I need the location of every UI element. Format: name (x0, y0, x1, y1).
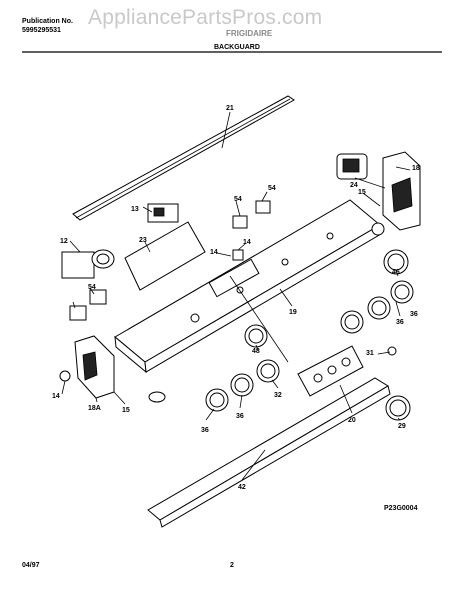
leader-lines (61, 111, 411, 481)
knobs-left-group (205, 324, 280, 412)
callout-42: 42 (238, 484, 246, 491)
part-23-bracket (124, 221, 206, 291)
part-31-grommet (387, 346, 397, 356)
callout-14-a: 14 (210, 249, 218, 256)
callout-36-a: 36 (396, 319, 404, 326)
callout-24: 24 (350, 182, 358, 189)
callout-21: 21 (226, 105, 234, 112)
part-18-end-bracket-right (382, 151, 421, 231)
brand-name: FRIGIDAIRE (226, 29, 273, 38)
callout-36-b: 36 (410, 311, 418, 318)
publication-label: Publication No. (22, 18, 73, 25)
diagram-code: P23G0004 (384, 505, 418, 512)
callout-36-d: 36 (201, 427, 209, 434)
callout-18a: 18A (88, 405, 101, 412)
callout-36-c: 36 (236, 413, 244, 420)
part-42-bottom-trim (147, 377, 391, 528)
part-12-clock-module (61, 249, 115, 279)
callout-labels: 21 24 18 15 13 54 54 12 23 14 14 46 54 1… (52, 105, 420, 512)
part-21-trim-strip (72, 95, 295, 221)
callout-18: 18 (412, 165, 420, 172)
part-14-connector (232, 249, 244, 261)
part-29-knob (385, 395, 411, 421)
watermark: AppliancePartsPros.com (88, 6, 323, 29)
part-54-terminal-b (255, 200, 271, 214)
part-14-screw (59, 370, 71, 382)
callout-12: 12 (60, 238, 68, 245)
callout-54-b: 54 (268, 185, 276, 192)
callout-15-b: 15 (122, 407, 130, 414)
section-title: BACKGUARD (214, 44, 260, 51)
callout-54-a: 54 (234, 196, 242, 203)
callout-54-c: 54 (88, 284, 96, 291)
callout-23: 23 (139, 237, 147, 244)
part-54-terminal-d (69, 305, 87, 321)
publication-number: 5995295531 (22, 27, 61, 34)
part-screw-lower (148, 391, 166, 403)
callout-48: 48 (252, 348, 260, 355)
callout-46: 46 (392, 269, 400, 276)
callout-19: 19 (289, 309, 297, 316)
part-24-switch (336, 153, 368, 180)
part-54-terminal-a (232, 215, 248, 229)
footer-page-number: 2 (230, 562, 234, 569)
callout-13: 13 (131, 206, 139, 213)
callout-14-b: 14 (243, 239, 251, 246)
part-13-component (147, 203, 179, 223)
part-19-backguard-panel (114, 199, 382, 374)
callout-29: 29 (398, 423, 406, 430)
callout-20: 20 (348, 417, 356, 424)
part-18a-end-bracket-left (74, 335, 115, 399)
callout-14-c: 14 (52, 393, 60, 400)
callout-32: 32 (274, 392, 282, 399)
knobs-right-group (340, 222, 414, 334)
footer-date: 04/97 (22, 562, 40, 569)
part-20-control-insert (297, 345, 364, 397)
callout-15: 15 (358, 189, 366, 196)
callout-31: 31 (366, 350, 374, 357)
